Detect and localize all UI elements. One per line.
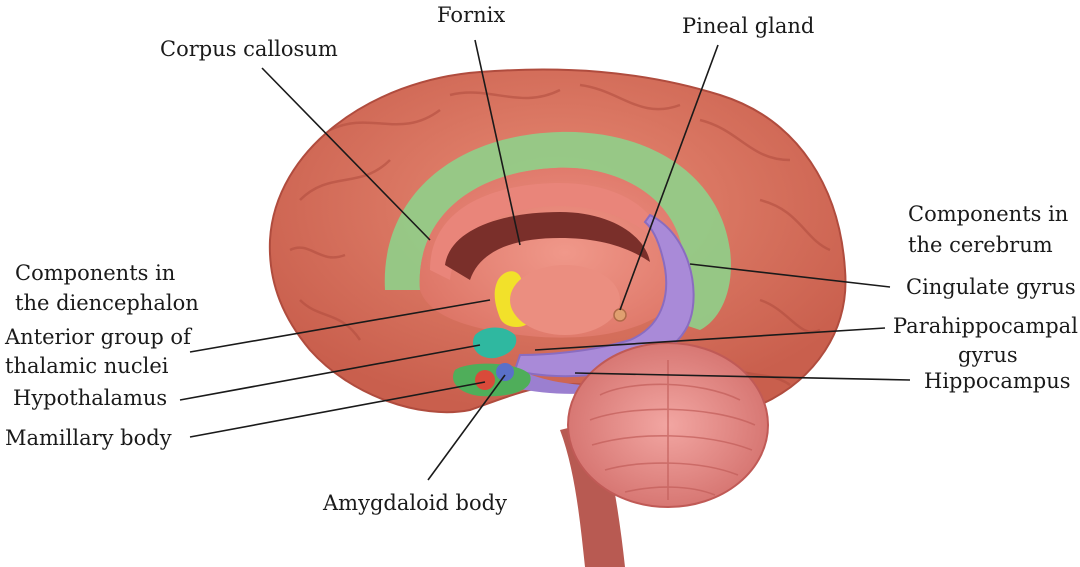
label-parahippocampal-1: Parahippocampal [893, 314, 1078, 338]
label-corpus-callosum: Corpus callosum [160, 37, 338, 61]
label-mamillary-body: Mamillary body [5, 426, 172, 450]
hypothalamus [472, 327, 517, 359]
fornix [445, 212, 650, 280]
corpus-callosum [430, 182, 665, 280]
label-hippocampus: Hippocampus [924, 369, 1071, 393]
label-cingulate-gyrus: Cingulate gyrus [906, 275, 1076, 299]
pineal-gland [613, 308, 627, 322]
label-anterior-2: thalamic nuclei [5, 354, 169, 378]
label-diencephalon-heading-1: Components in [15, 261, 175, 285]
cingulate-gyrus [384, 131, 731, 330]
label-cerebrum-heading-1: Components in [908, 202, 1068, 226]
label-anterior-1: Anterior group of [4, 325, 193, 349]
cerebellum-folia [589, 360, 756, 500]
label-fornix: Fornix [437, 3, 505, 27]
label-pineal-gland: Pineal gland [682, 14, 814, 38]
label-amygdaloid-body: Amygdaloid body [322, 491, 507, 515]
amygdaloid-body [496, 363, 514, 381]
mamillary-body [475, 370, 495, 390]
leader-lines [179, 39, 911, 481]
thalamus [510, 265, 620, 335]
label-diencephalon-heading-2: the diencephalon [15, 291, 199, 315]
label-hypothalamus: Hypothalamus [13, 386, 167, 410]
label-group: Fornix Corpus callosum Pineal gland Comp… [4, 3, 1078, 515]
label-cerebrum-heading-2: the cerebrum [908, 233, 1053, 257]
label-parahippocampal-2: gyrus [958, 343, 1018, 367]
